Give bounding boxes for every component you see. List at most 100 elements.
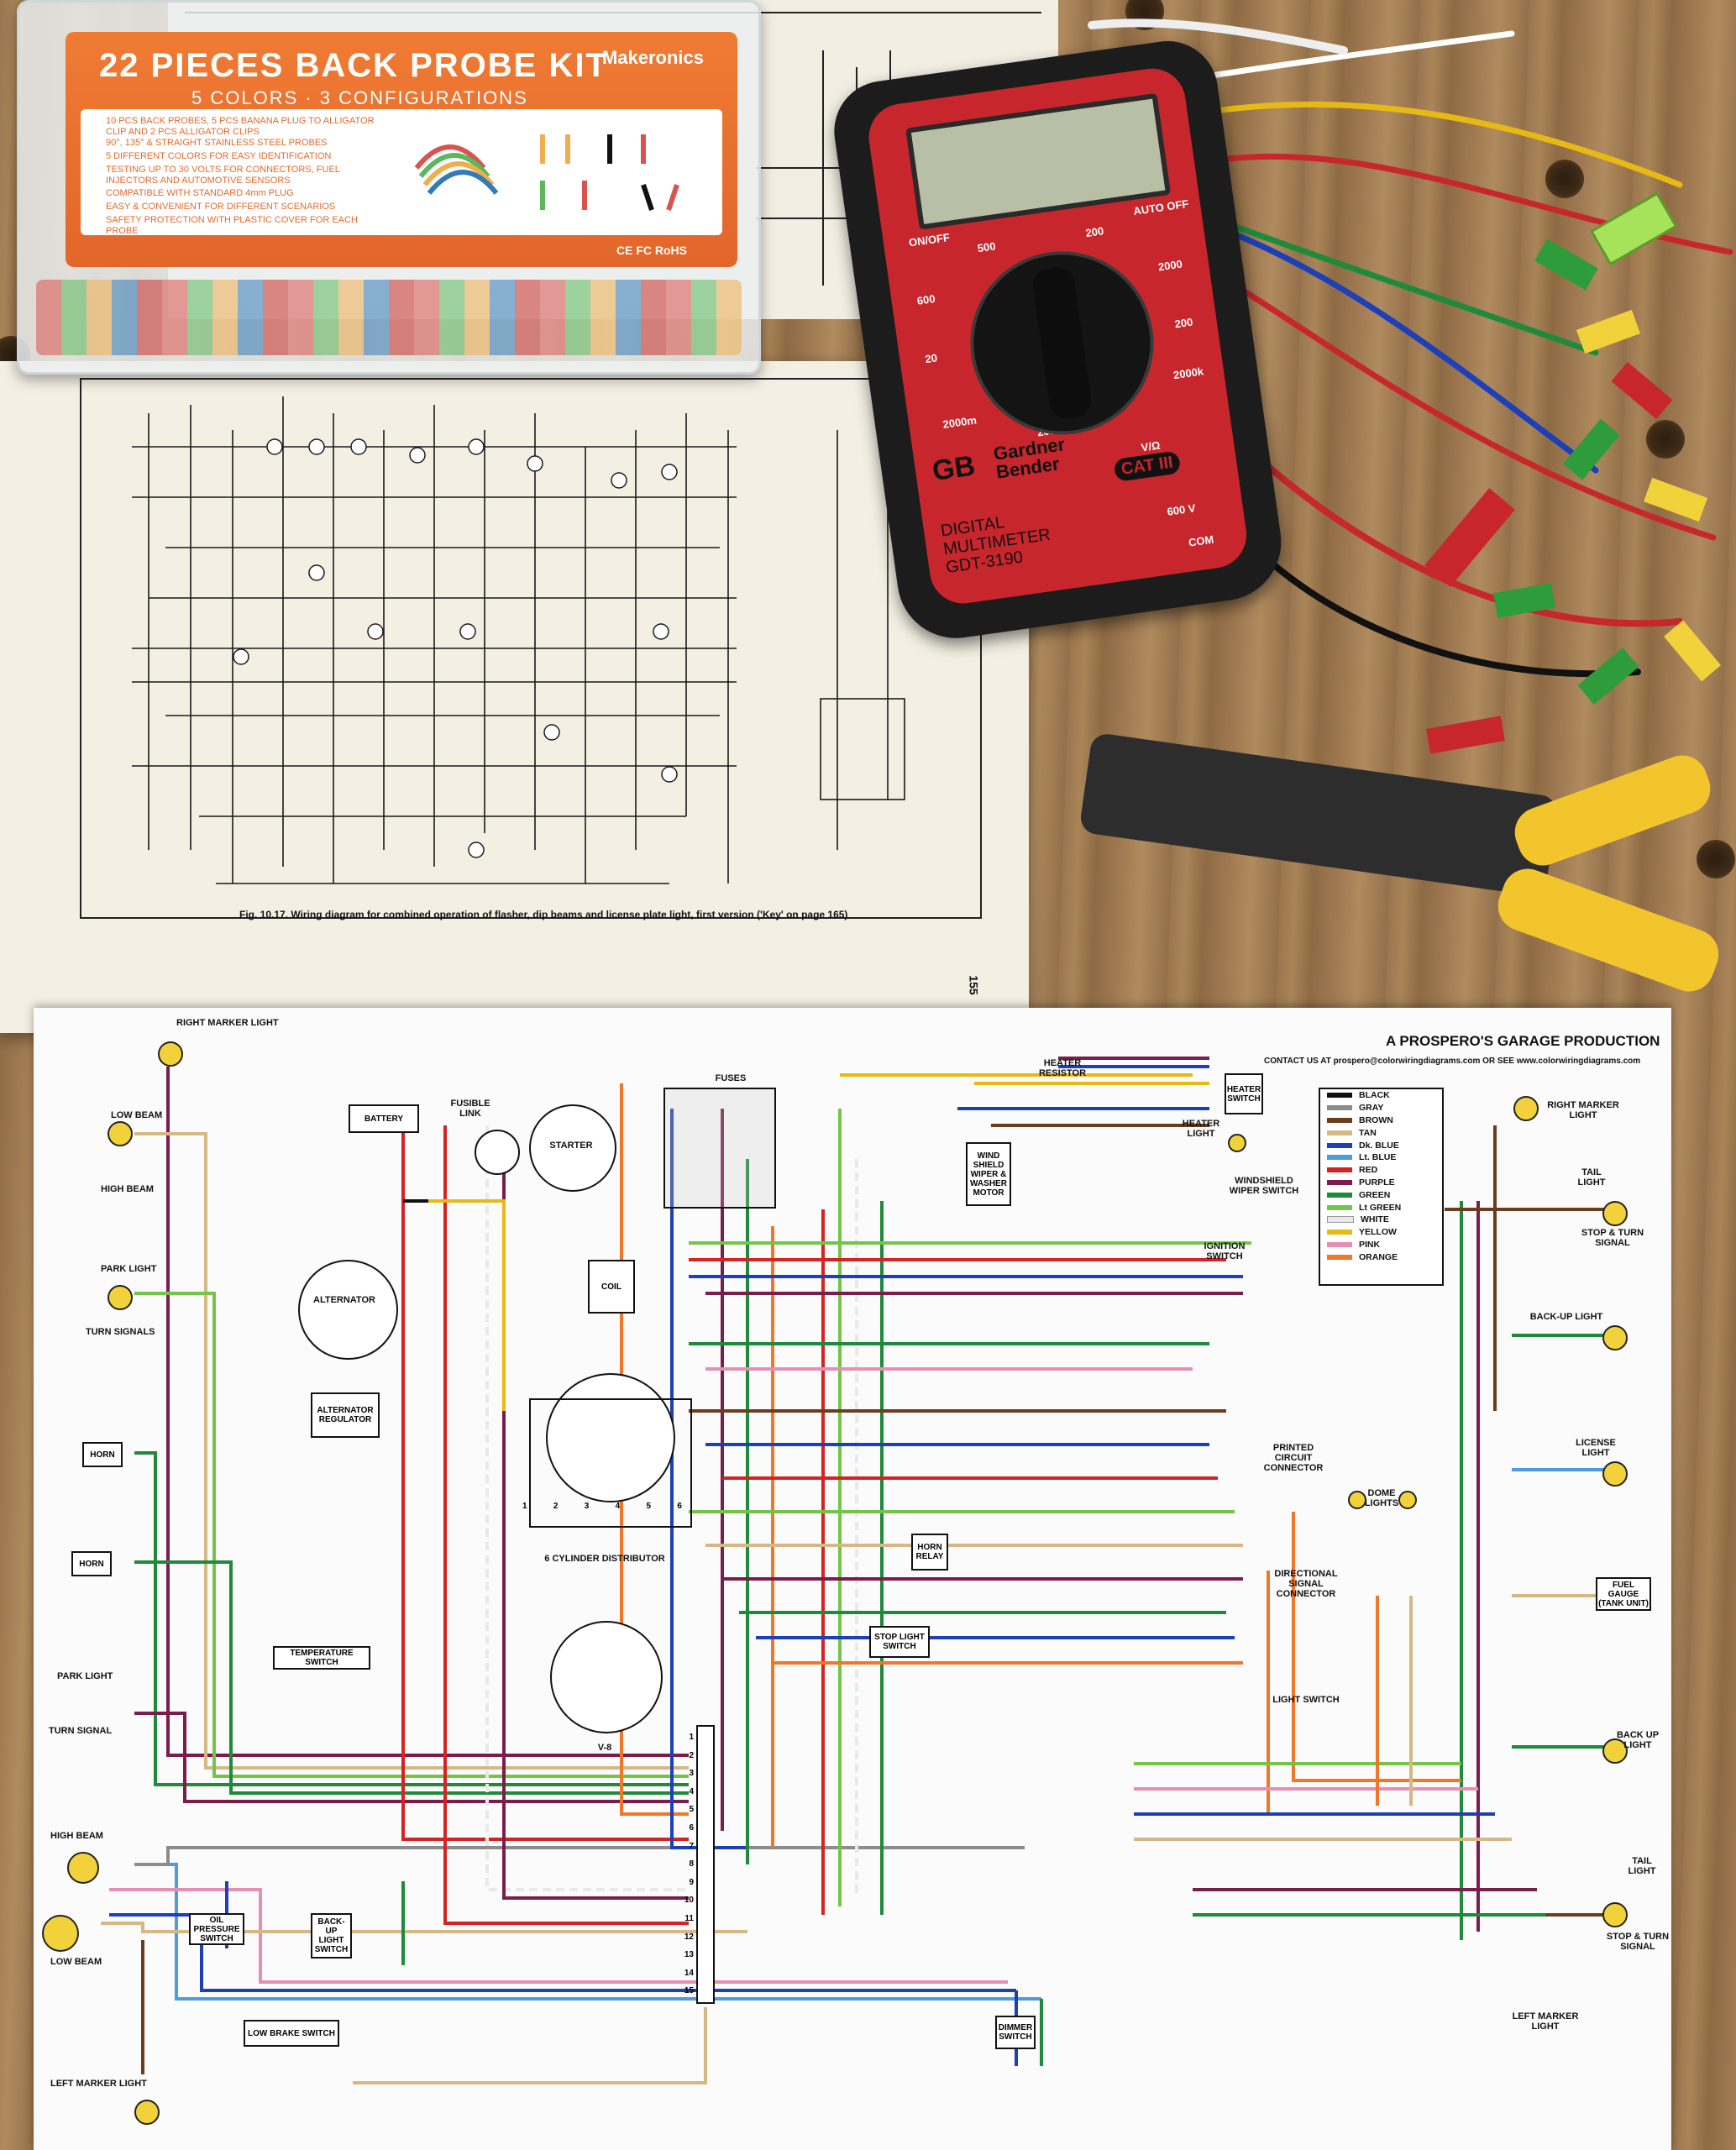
legend-swatch-yellow [1327,1230,1352,1235]
legend-row: TAN [1320,1126,1442,1139]
probe-illustration [414,134,679,211]
label-turn-signals: TURN SIGNALS [86,1327,155,1337]
label-directional-signal-connector: DIRECTIONAL SIGNAL CONNECTOR [1274,1569,1338,1599]
meter-label: 2000k [1172,364,1205,382]
meter-label: 500 [976,239,997,255]
label-right-marker-light: RIGHT MARKER LIGHT [176,1018,279,1028]
label-windshield-wiper-switch: WINDSHIELD WIPER SWITCH [1229,1176,1299,1196]
pin: 15 [684,1986,694,1996]
schematic-drawing [132,396,905,884]
schematic-frame [80,378,982,919]
bulb-icon [67,1852,99,1884]
label-heater-light: HEATER LIGHT [1182,1119,1220,1139]
legend-row: Lt GREEN [1320,1201,1442,1214]
legend-row: Lt. BLUE [1320,1151,1442,1164]
kit-brand: Makeronics [601,47,704,68]
legend-swatch-lt-green [1327,1204,1352,1210]
label-left-marker-light: LEFT MARKER LIGHT [50,2079,147,2089]
legend-label: YELLOW [1359,1227,1397,1238]
kit-bullet: 90°, 135° & STRAIGHT STAINLESS STEEL PRO… [106,138,328,148]
meter-label: 200 [1084,224,1105,240]
coil-box: COIL [588,1260,635,1314]
legend-label: Dk. BLUE [1359,1140,1399,1151]
kit-bullet: TESTING UP TO 30 VOLTS FOR CONNECTORS, F… [106,165,340,186]
pin: 4 [689,1786,694,1796]
label-starter: STARTER [549,1141,593,1151]
distributor-frame [529,1398,692,1528]
pin: 10 [684,1896,694,1906]
meter-label: ON/OFF [908,230,951,249]
bulb-icon [1348,1491,1366,1509]
legend-label: RED [1359,1165,1378,1176]
pin: 1 [689,1733,694,1742]
alternator-body [298,1260,398,1360]
label-park-light: PARK LIGHT [101,1264,157,1274]
poster-title: A PROSPERO'S GARAGE PRODUCTION [1386,1033,1660,1049]
kit-bullet: 10 PCS BACK PROBES, 5 PCS BANANA PLUG TO… [106,116,375,137]
label-low-beam: LOW BEAM [111,1110,163,1120]
bulb-icon [1513,1096,1539,1121]
kit-bullet: 5 DIFFERENT COLORS FOR EASY IDENTIFICATI… [106,151,332,161]
label-stop-turn-signal: STOP & TURN SIGNAL [1606,1932,1670,1952]
meter-label: V/Ω [1140,438,1162,454]
legend-label: WHITE [1361,1214,1389,1225]
manual-figure-caption: Fig. 10.17. Wiring diagram for combined … [239,909,848,920]
pin: 6 [689,1822,694,1833]
meter-logo: GB [930,449,978,488]
label-high-beam: HIGH BEAM [50,1831,103,1841]
label-fusible-link: FUSIBLE LINK [450,1099,490,1119]
distributor-v8 [550,1621,663,1733]
dist-pin: 3 [584,1502,590,1511]
legend-label: BROWN [1359,1114,1393,1125]
meter-rotary-dial[interactable] [958,239,1166,447]
meter-face: ON/OFF AUTO OFF 500 200 600 2000 20 200 … [864,64,1251,608]
kit-bullet: EASY & CONVENIENT FOR DIFFERENT SCENARIO… [106,202,336,212]
pin: 7 [689,1841,694,1851]
meter-label: 200 [1173,315,1194,331]
legend-label: PINK [1359,1239,1381,1250]
bulb-icon [1398,1491,1417,1509]
bulb-icon [1602,1461,1628,1487]
legend-swatch-red [1327,1167,1352,1173]
kit-title: 22 PIECES BACK PROBE KIT [99,47,608,84]
label-right-marker-light: RIGHT MARKER LIGHT [1547,1100,1619,1120]
bench-hole [1545,160,1584,198]
bulb-icon [158,1041,183,1067]
label-fuses: FUSES [715,1073,747,1083]
heater-switch-box: HEATER SWITCH [1225,1073,1263,1114]
label-high-beam: HIGH BEAM [101,1184,154,1194]
kit-info-panel: 10 PCS BACK PROBES, 5 PCS BANANA PLUG TO… [81,109,722,236]
kit-label: 22 PIECES BACK PROBE KIT 5 COLORS · 3 CO… [66,32,737,267]
digital-multimeter: ON/OFF AUTO OFF 500 200 600 2000 20 200 … [827,34,1289,646]
dial-knob[interactable] [1031,265,1094,422]
label-stop-turn-signal: STOP & TURN SIGNAL [1581,1228,1644,1248]
battery-box: BATTERY [349,1104,419,1133]
color-wiring-diagram-poster: A PROSPERO'S GARAGE PRODUCTION CONTACT U… [34,1008,1671,2150]
horn-relay-box: HORN RELAY [911,1534,948,1571]
bulb-icon [42,1915,79,1952]
legend-swatch-orange [1327,1254,1352,1260]
meter-label: 20 [924,351,938,366]
legend-swatch-dk-blue [1327,1142,1352,1148]
distributor-6cyl [546,1373,675,1502]
legend-swatch-tan [1327,1130,1352,1135]
label-dome-lights: DOME LIGHTS [1364,1488,1399,1508]
label-tail-light: TAIL LIGHT [1577,1167,1606,1188]
dist-pin: 4 [615,1502,621,1511]
legend-swatch-white [1327,1216,1354,1224]
legend-swatch-green [1327,1192,1352,1198]
stop-light-switch-box: STOP LIGHT SWITCH [869,1626,930,1658]
label-license-light: LICENSE LIGHT [1576,1438,1616,1458]
temperature-switch-box: TEMPERATURE SWITCH [273,1646,370,1670]
legend-swatch-black [1327,1093,1352,1099]
bench-hole [1646,420,1685,459]
legend-row: GREEN [1320,1188,1442,1201]
label-left-marker-light: LEFT MARKER LIGHT [1512,2011,1579,2032]
label-heater-resistor: HEATER RESISTOR [1038,1058,1087,1078]
legend-label: TAN [1359,1127,1377,1138]
legend-label: BLACK [1359,1090,1390,1101]
kit-subtitle: 5 COLORS · 3 CONFIGURATIONS [191,87,528,108]
meter-label: AUTO OFF [1132,197,1190,218]
label-park-light: PARK LIGHT [57,1671,113,1681]
connector-pin-numbers: 1 2 3 4 5 6 7 8 9 10 11 12 13 14 15 [680,1728,694,2001]
